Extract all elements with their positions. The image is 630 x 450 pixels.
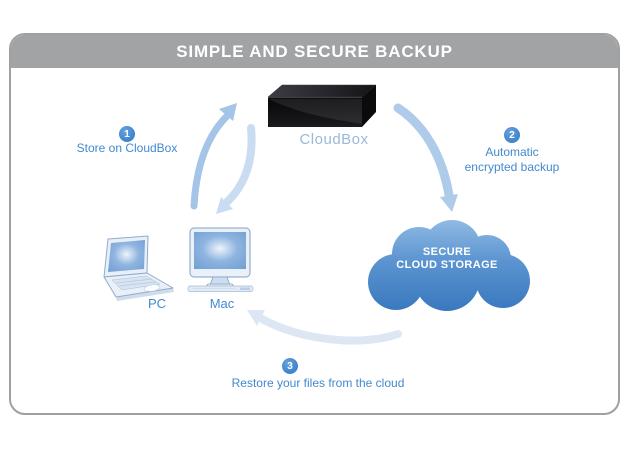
backup-diagram-card: SIMPLE AND SECURE BACKUP <box>9 33 620 415</box>
card-header: SIMPLE AND SECURE BACKUP <box>11 35 618 68</box>
step-3-badge: 3 <box>282 358 298 374</box>
cloud-storage-label: SECURE CLOUD STORAGE <box>385 246 509 272</box>
step-2-badge: 2 <box>504 127 520 143</box>
mac-label: Mac <box>209 296 235 311</box>
step-3-label: Restore your files from the cloud <box>231 376 405 390</box>
cloud-label-line2: CLOUD STORAGE <box>396 259 498 271</box>
step-1-label: Store on CloudBox <box>76 141 178 155</box>
pc-label: PC <box>147 296 167 311</box>
page-title: SIMPLE AND SECURE BACKUP <box>176 41 453 61</box>
cloudbox-label: CloudBox <box>299 131 369 148</box>
cloud-label-line1: SECURE <box>422 246 472 258</box>
step-1-badge: 1 <box>119 126 135 142</box>
step-2-label: Automatic encrypted backup <box>464 145 560 174</box>
